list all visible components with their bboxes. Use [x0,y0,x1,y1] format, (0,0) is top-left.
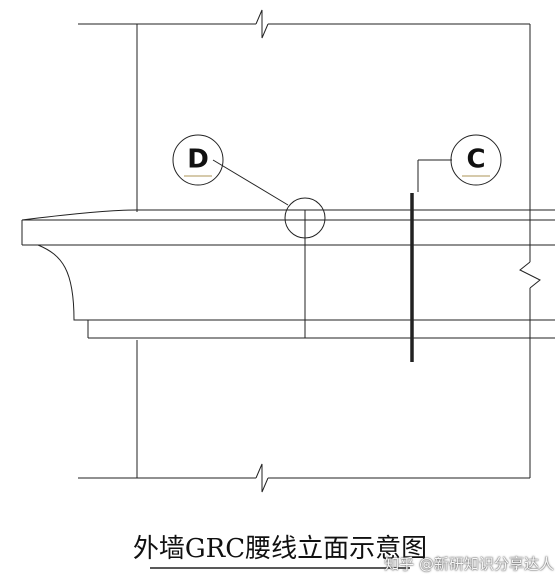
callout-circle-c [450,134,502,186]
watermark: 知乎 @新研知识分享达人 [384,555,554,573]
top-break-symbol [255,9,269,39]
bottom-break-symbol [255,463,269,493]
callout-circle-d [172,134,224,186]
detail-circle [284,197,326,239]
right-break-symbol [519,261,541,289]
callout-label-c: C [466,145,485,175]
drawing-title: 外墙GRC腰线立面示意图 [132,534,428,564]
callout-label-d: D [187,145,209,175]
cornice-top-slope [21,209,555,221]
cornice-cove-curve [37,244,88,321]
leader-line-d [212,159,289,206]
